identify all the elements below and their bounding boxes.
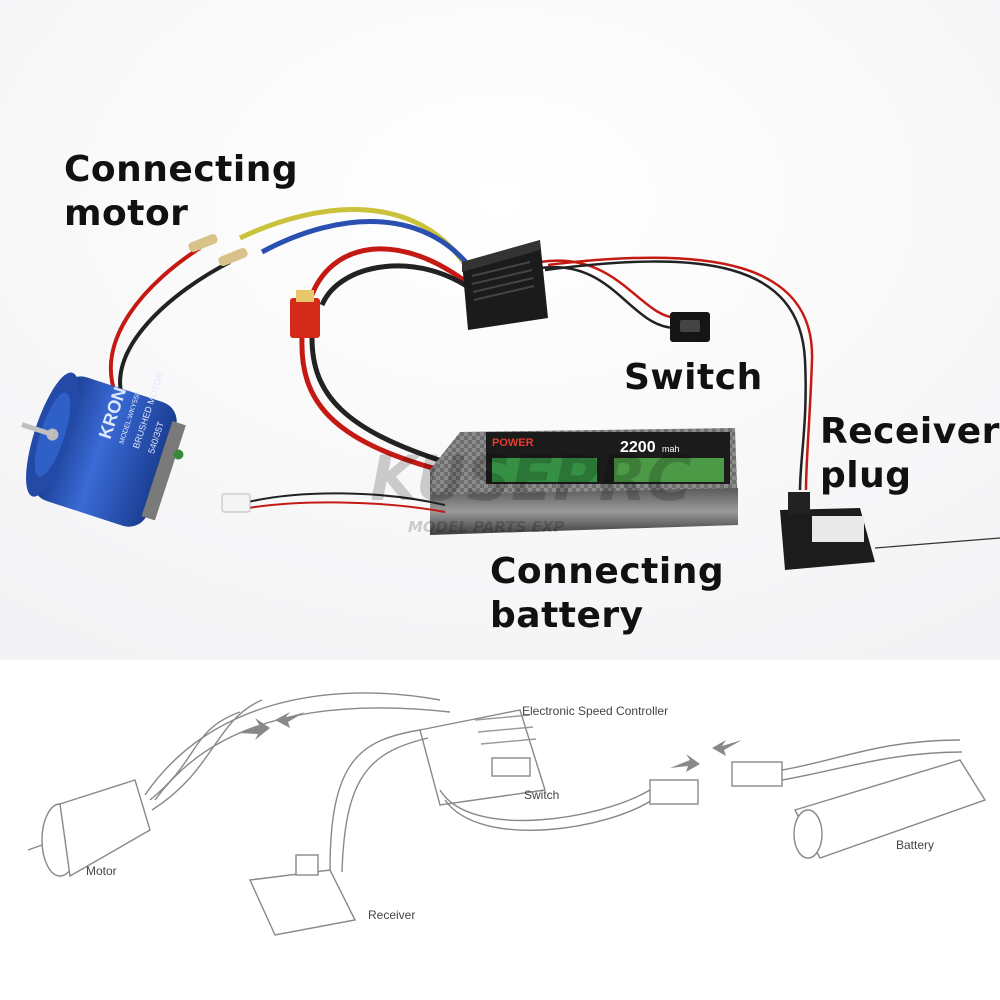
label-connecting-battery: Connecting battery (490, 550, 724, 638)
diagram-label-esc: Electronic Speed Controller (522, 704, 669, 718)
label-connecting-motor-line1: Connecting (64, 149, 299, 190)
label-receiver-plug-line2: plug (820, 455, 912, 496)
motor-wires (108, 233, 248, 406)
esc-unit (462, 240, 548, 330)
receiver-unit (780, 492, 1000, 570)
esc-battery-leads (290, 246, 477, 473)
watermark: KUSEPRC MODEL PARTS EXP (370, 442, 692, 536)
diagram-label-switch: Switch (524, 788, 560, 802)
switch-unit (670, 312, 710, 342)
battery-pack: POWER 2200 mah (430, 428, 738, 535)
label-connecting-motor: Connecting motor (64, 148, 298, 236)
label-connecting-battery-line1: Connecting (490, 551, 725, 592)
motor-unit (21, 372, 186, 527)
diagram-arrows (238, 712, 742, 772)
diagram-motor (27, 779, 151, 878)
battery-unit: mah (662, 444, 680, 454)
watermark-line1: KUSEPRC (370, 442, 692, 515)
label-connecting-battery-line2: battery (490, 595, 644, 636)
diagram-label-motor: Motor (86, 864, 117, 878)
battery-brand: POWER (492, 437, 534, 449)
balance-lead (221, 492, 446, 513)
label-switch: Switch (624, 357, 763, 398)
label-connecting-motor-line2: motor (64, 193, 189, 234)
label-receiver-plug: Receiver plug (820, 410, 1000, 498)
battery-capacity: 2200 (620, 439, 656, 456)
diagram-receiver (248, 854, 357, 936)
label-receiver-plug-line1: Receiver (820, 411, 1000, 452)
diagram-esc (419, 709, 546, 806)
diagram-label-receiver: Receiver (368, 908, 416, 922)
esc-motor-wires (238, 207, 481, 280)
diagram-label-battery: Battery (896, 838, 935, 852)
watermark-line2: MODEL PARTS EXP (408, 518, 564, 536)
diagram-battery (793, 759, 987, 859)
t-connector (290, 298, 320, 338)
wiring-diagram (27, 692, 987, 936)
esc-signal-wires (539, 256, 814, 491)
